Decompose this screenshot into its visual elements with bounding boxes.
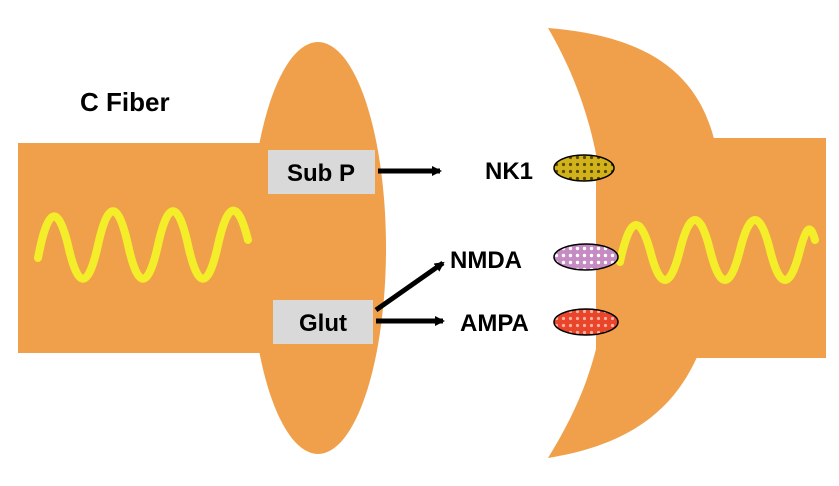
nk1-receptor bbox=[553, 154, 615, 182]
transmitter-sub-p: Sub P bbox=[268, 150, 375, 194]
presynaptic-axon bbox=[18, 143, 280, 353]
nmda-label: NMDA bbox=[450, 247, 522, 274]
glut-box bbox=[273, 300, 373, 344]
arrow-glut-to-nmda bbox=[374, 260, 445, 313]
nk1-label: NK1 bbox=[485, 158, 533, 185]
postsynaptic-neuron bbox=[548, 28, 826, 458]
postsynaptic-signal-wave bbox=[616, 216, 819, 284]
presynaptic-neuron bbox=[18, 42, 386, 454]
ampa-receptor bbox=[553, 308, 619, 336]
ampa-label: AMPA bbox=[460, 310, 529, 337]
presynaptic-signal-wave bbox=[34, 206, 252, 283]
transmitter-glut: Glut bbox=[273, 300, 373, 344]
sub-p-box bbox=[268, 150, 375, 194]
title-label: C Fiber bbox=[80, 87, 170, 117]
sub-p-label: Sub P bbox=[287, 160, 355, 187]
nmda-receptor bbox=[553, 243, 619, 271]
presynaptic-terminal bbox=[250, 42, 386, 454]
glut-label: Glut bbox=[299, 310, 347, 337]
